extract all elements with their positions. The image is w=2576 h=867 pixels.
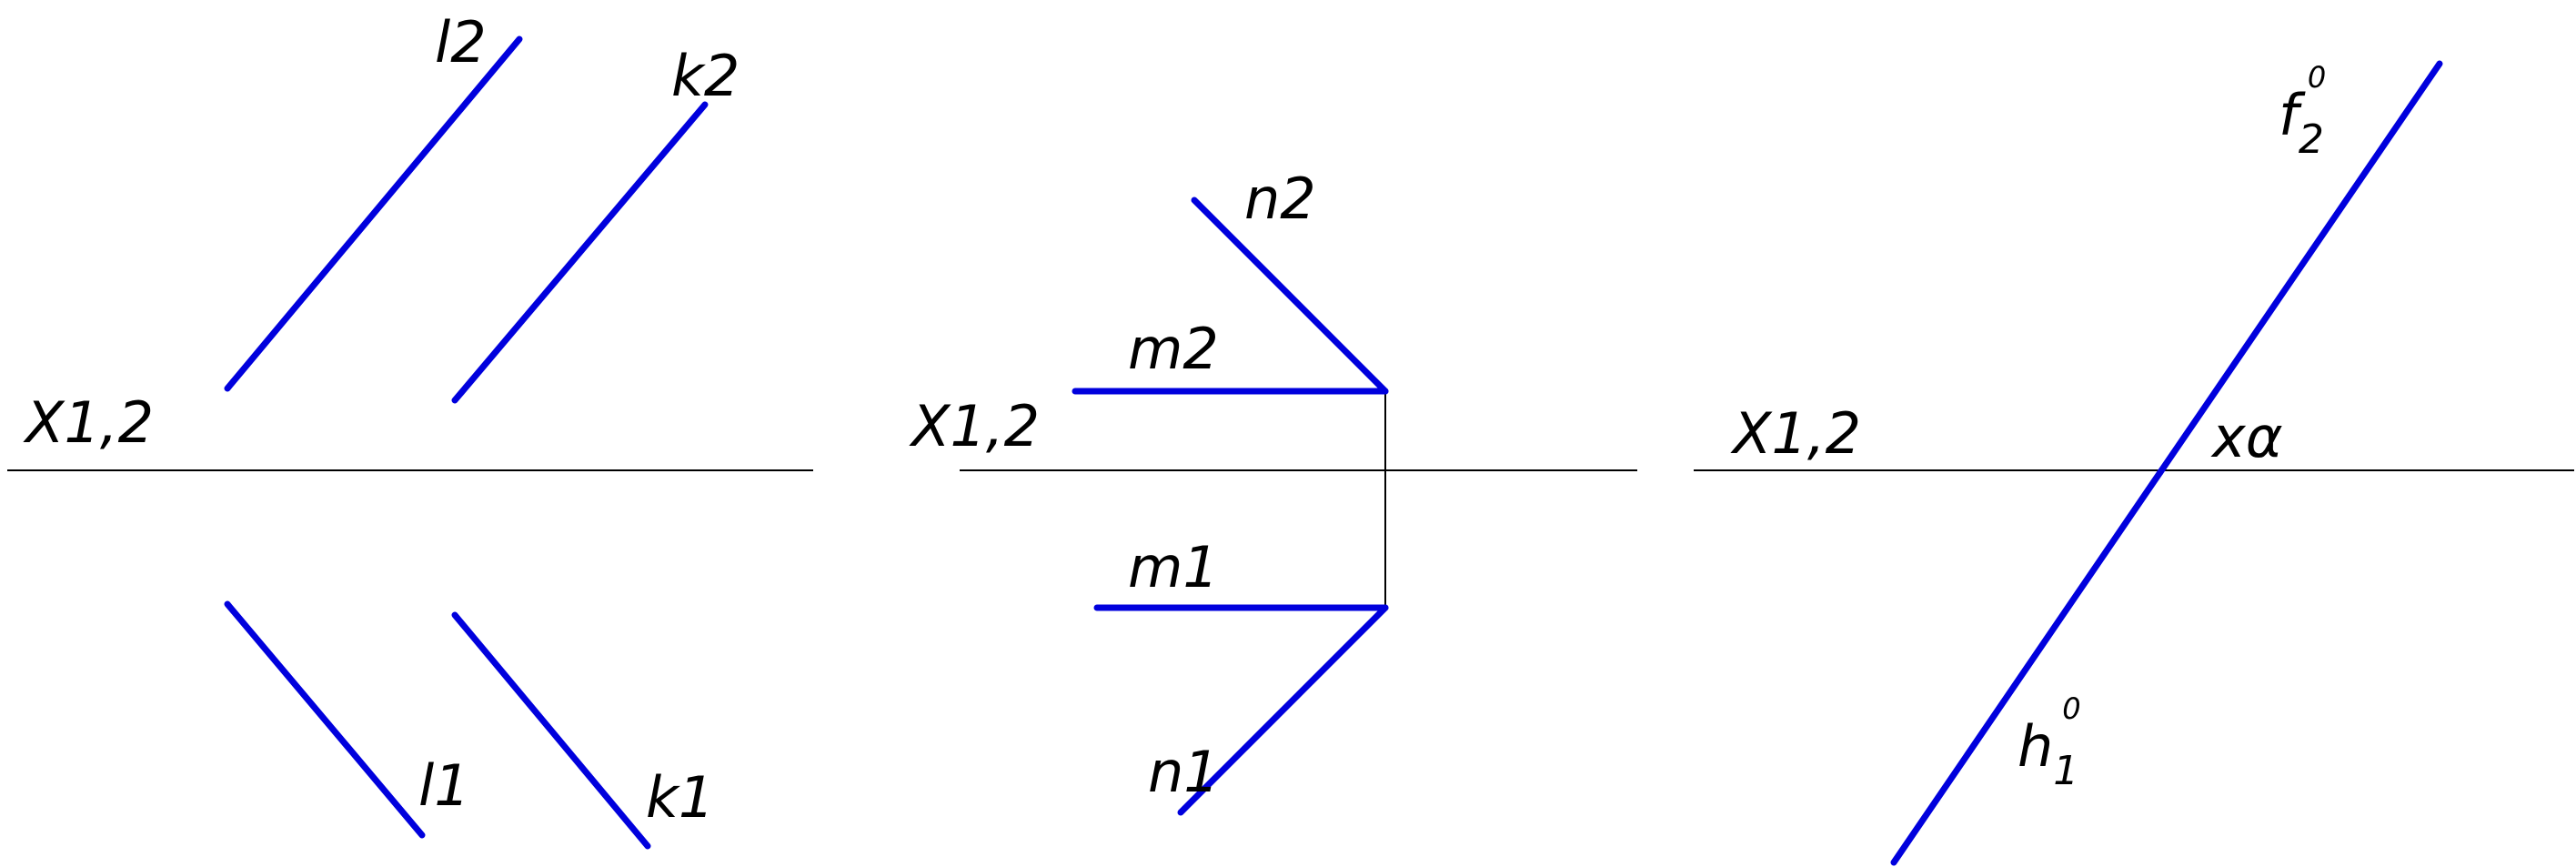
line-l1 bbox=[224, 600, 426, 839]
panel-plane-traces: X1,2 xα f20 h10 bbox=[1694, 60, 2574, 866]
line-f2 bbox=[2157, 60, 2443, 476]
axis-label: X1,2 bbox=[1730, 400, 1861, 467]
line-k2 bbox=[451, 101, 709, 404]
label-k1: k1 bbox=[646, 764, 714, 831]
panel-parallel-lines: X1,2 l2 k2 l1 k1 bbox=[7, 9, 813, 850]
vanishing-point-label: xα bbox=[2210, 404, 2283, 470]
label-n2: n2 bbox=[1244, 166, 1316, 232]
label-m2: m2 bbox=[1128, 316, 1219, 382]
label-l1: l1 bbox=[418, 752, 470, 819]
line-n1 bbox=[1177, 604, 1389, 816]
label-f2: f20 bbox=[2279, 60, 2326, 163]
axis-label: X1,2 bbox=[909, 393, 1040, 459]
label-k2: k2 bbox=[671, 43, 740, 109]
panel-intersecting-lines: X1,2 n2 m2 m1 n1 bbox=[909, 166, 1637, 816]
label-h1: h10 bbox=[2018, 691, 2081, 794]
line-h1 bbox=[1890, 469, 2164, 866]
line-l2 bbox=[224, 35, 523, 392]
label-m1: m1 bbox=[1128, 534, 1219, 600]
label-l2: l2 bbox=[435, 9, 487, 76]
line-k1 bbox=[451, 611, 651, 850]
label-n1: n1 bbox=[1148, 739, 1220, 805]
line-n2 bbox=[1191, 197, 1389, 395]
axis-label: X1,2 bbox=[23, 389, 154, 456]
